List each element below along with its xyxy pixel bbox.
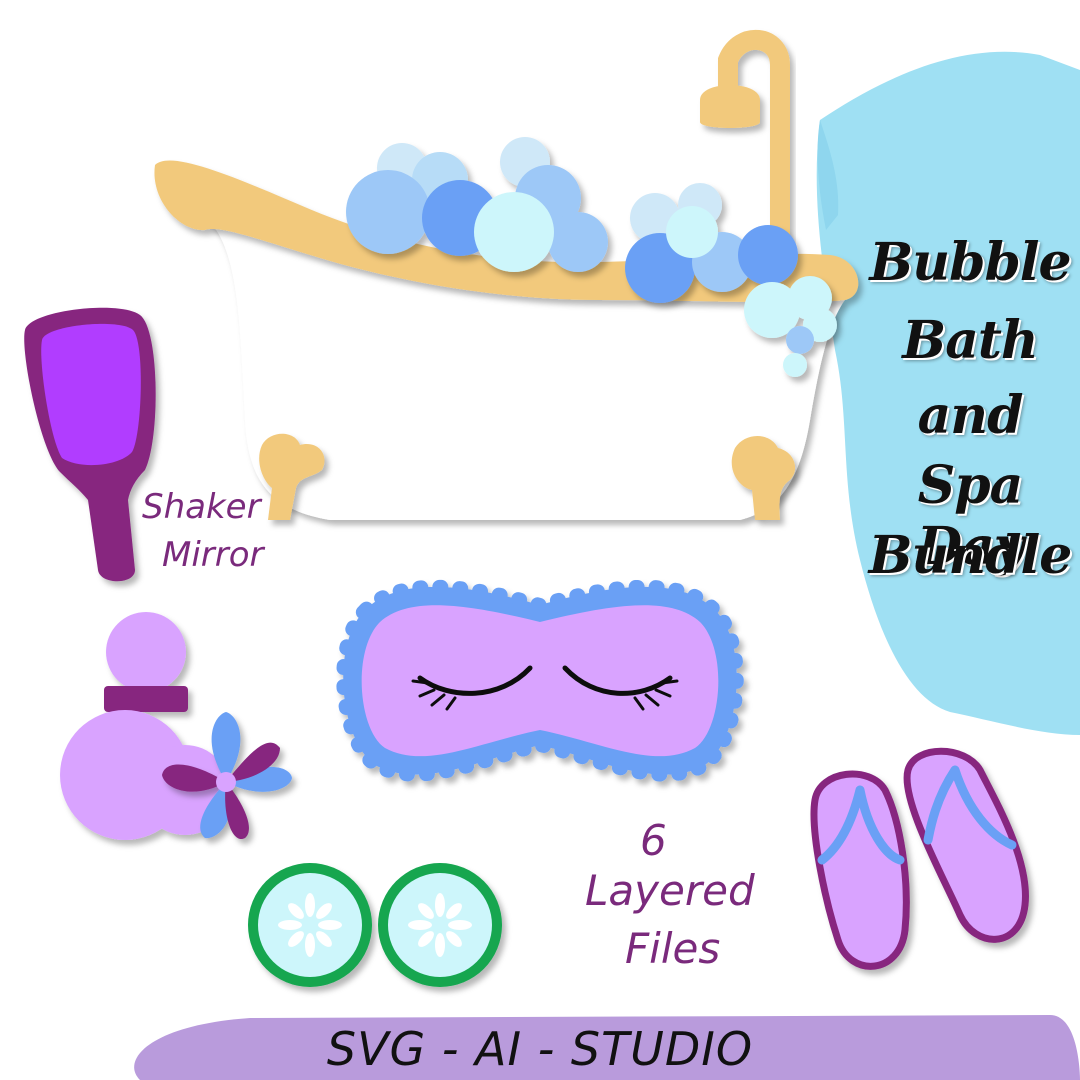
- footer-band: [134, 1015, 1080, 1080]
- closed-eye-right: [562, 665, 673, 696]
- title-line-1: Bubble: [869, 232, 1071, 293]
- title-line-2: Bath: [902, 310, 1038, 371]
- title-line-4: Spa Day: [916, 455, 1024, 577]
- bubbles-group: [346, 137, 837, 377]
- sleep-mask-icon: [336, 579, 744, 782]
- title-line-3: and: [917, 385, 1024, 446]
- shower-icon: [700, 29, 790, 310]
- footer-text: SVG - AI - STUDIO: [326, 1022, 754, 1076]
- layered-count: 6: [640, 816, 667, 865]
- cucumber-slices-icon: [248, 863, 502, 987]
- tub-foot-left: [259, 433, 325, 520]
- perfume-bottle-icon: [60, 612, 230, 840]
- hand-mirror-icon: [24, 307, 156, 582]
- tub-foot-right: [731, 436, 796, 520]
- layered-label: Layered: [585, 866, 755, 915]
- title-line-5: Bundle: [868, 525, 1073, 586]
- files-label: Files: [625, 924, 721, 973]
- brush-stroke-background: [816, 51, 1080, 736]
- closed-eye-left: [417, 665, 533, 696]
- flip-flops-icon: [810, 747, 1029, 970]
- mirror-label: Mirror: [162, 535, 264, 575]
- shaker-label: Shaker: [142, 487, 261, 527]
- brush-stroke-edge: [817, 120, 839, 230]
- flower-icon: [162, 712, 292, 840]
